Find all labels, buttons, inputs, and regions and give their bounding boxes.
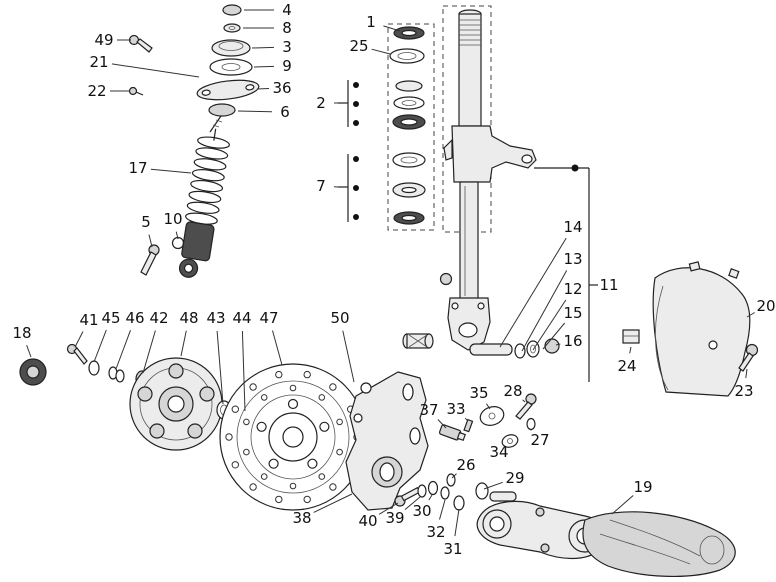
plate-35 [479,406,505,426]
bearing-detail-boundary [387,23,435,231]
steering-tube [458,13,482,127]
mudguard-screw-23 [738,343,759,372]
washer-30 [427,480,439,496]
axle-spacer [526,340,540,358]
hub-screw-41 [66,343,88,365]
washer-26 [446,473,456,487]
group-bracket-7 [338,154,359,222]
top-mount-stack [196,4,260,133]
fork-steering-column [439,9,537,351]
fork-crown [451,125,537,183]
small-washer [223,23,241,33]
mudguard-clip-24 [622,329,640,344]
wheel-hub [129,357,223,451]
pivot-pin [489,491,517,502]
pin-33 [463,418,474,433]
disc-34 [501,434,519,448]
front-mudguard [652,261,751,397]
lower-mount-bolt-5 [140,244,160,276]
adjuster-cluster [438,393,537,448]
washer-27 [526,417,536,431]
pinch-bolt [439,272,453,286]
mount-plate [196,79,260,101]
shock-absorber [178,128,230,278]
lock-nut [222,4,242,16]
steering-bearing-stack [389,26,426,225]
rubber-bushing [208,103,236,117]
stud [209,115,222,133]
small-screw-49 [128,34,153,53]
ring-31 [453,495,465,511]
washer-32 [440,486,450,500]
dust-cover [389,48,425,64]
link-hardware-row [394,473,517,511]
circlip-29 [475,482,489,500]
axle-washer [514,343,526,359]
upper-cup [209,58,253,76]
washer-39 [417,484,427,498]
arm-cover [582,511,736,577]
dome-cap [211,39,251,57]
axle-nut [544,338,560,354]
rivet-22 [128,86,144,96]
damper-body [181,221,215,262]
group-bracket-11 [534,164,598,382]
circlip-10 [171,236,185,250]
axle-pin [469,343,513,356]
brake-disc [219,363,367,511]
group-bracket-2 [338,80,359,127]
washer-pair-46 [108,366,125,383]
washer-45 [88,360,100,376]
fork-inner-tube [459,181,479,301]
